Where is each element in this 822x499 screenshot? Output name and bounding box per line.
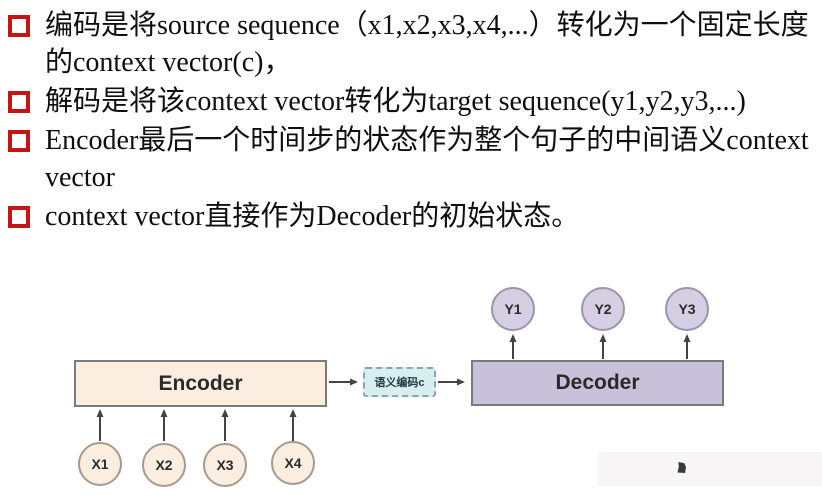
bullet-item-encoding: 编码是将source sequence（x1,x2,x3,x4,...）转化为一… [8, 7, 818, 81]
bullet-item-encoder-state: Encoder最后一个时间步的状态作为整个句子的中间语义context vect… [8, 122, 818, 196]
bullet-item-decoding: 解码是将该context vector转化为target sequence(y1… [8, 83, 818, 120]
bullet-item-context-init: context vector直接作为Decoder的初始状态。 [8, 198, 818, 235]
output-node-y2: Y2 [581, 287, 625, 331]
red-square-bullet-icon [8, 206, 30, 228]
diagram-arrows [96, 334, 691, 441]
node-label: Y3 [678, 301, 696, 317]
decoder-label: Decoder [555, 371, 640, 394]
bullet-text: context vector直接作为Decoder的初始状态。 [45, 201, 580, 232]
encoder-box: Encoder [74, 360, 327, 407]
node-label: X1 [91, 456, 109, 472]
node-label: Y2 [594, 301, 612, 317]
context-vector-label: 语义编码c [374, 377, 425, 389]
red-square-bullet-icon [8, 15, 30, 37]
node-label: X4 [284, 455, 302, 471]
input-node-x2: X2 [142, 443, 186, 487]
red-square-bullet-icon [8, 91, 30, 113]
node-label: Y1 [504, 301, 522, 317]
context-vector-box: 语义编码c [363, 367, 436, 397]
output-node-y1: Y1 [491, 287, 535, 331]
node-label: X3 [216, 457, 234, 473]
input-node-x3: X3 [203, 443, 247, 487]
bullet-text: 解码是将该context vector转化为target sequence(y1… [45, 86, 746, 117]
bullet-text: Encoder最后一个时间步的状态作为整个句子的中间语义context vect… [45, 125, 809, 193]
encoder-label: Encoder [158, 371, 243, 395]
bullet-list: 编码是将source sequence（x1,x2,x3,x4,...）转化为一… [0, 0, 822, 237]
input-node-x4: X4 [271, 441, 315, 485]
output-node-y3: Y3 [665, 287, 709, 331]
watermark-smudge [677, 462, 686, 473]
footer-artifact-band [598, 452, 822, 486]
bullet-text: 编码是将source sequence（x1,x2,x3,x4,...）转化为一… [45, 10, 809, 78]
red-square-bullet-icon [8, 130, 30, 152]
node-label: X2 [155, 457, 173, 473]
input-node-x1: X1 [78, 442, 122, 486]
decoder-box: Decoder [471, 360, 724, 406]
